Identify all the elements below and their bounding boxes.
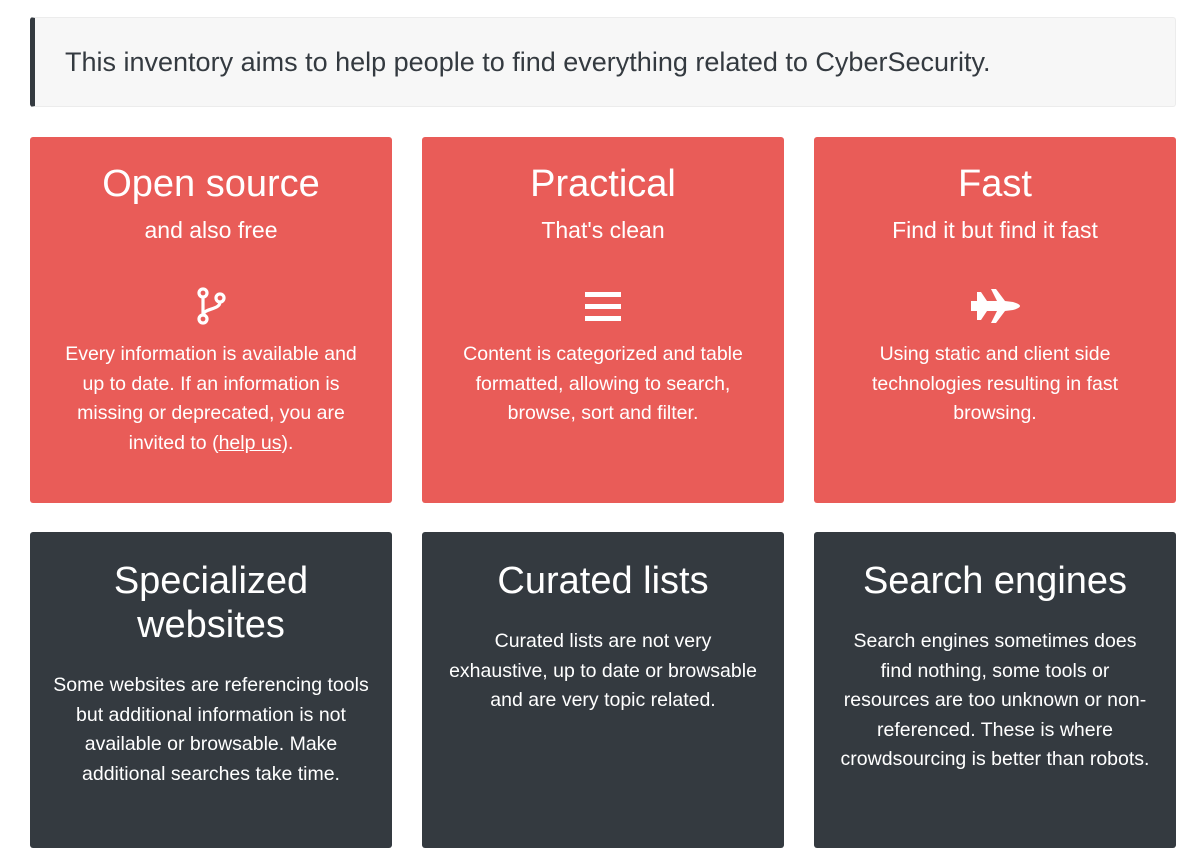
- problem-title: Specialized websites: [113, 560, 309, 646]
- feature-title: Fast: [958, 163, 1032, 205]
- problem-card-specialized-websites: Specialized websites Some websites are r…: [30, 532, 392, 848]
- feature-description: Content is categorized and table formatt…: [463, 343, 743, 424]
- help-us-link[interactable]: help us: [218, 431, 282, 454]
- problem-card-curated-lists: Curated lists Curated lists are not very…: [422, 532, 784, 848]
- code-branch-icon: [52, 286, 370, 326]
- feature-card-fast: Fast Find it but find it fast Using stat…: [814, 137, 1176, 503]
- fighter-jet-icon: [836, 286, 1154, 326]
- feature-text: Every information is available and up to…: [65, 343, 357, 454]
- problem-title: Search engines: [862, 560, 1128, 602]
- feature-title: Open source: [102, 163, 320, 205]
- feature-subtitle: and also free: [144, 217, 278, 243]
- problem-description: Some websites are referencing tools but …: [53, 674, 369, 785]
- problem-title: Curated lists: [497, 560, 709, 602]
- problem-card-search-engines: Search engines Search engines sometimes …: [814, 532, 1176, 848]
- problem-description: Curated lists are not very exhaustive, u…: [449, 630, 757, 711]
- feature-subtitle: Find it but find it fast: [892, 217, 1098, 243]
- bars-icon: [444, 286, 762, 326]
- feature-text-end: ).: [281, 431, 294, 454]
- feature-card-open-source: Open source and also free Every informat…: [30, 137, 392, 503]
- intro-callout: This inventory aims to help people to fi…: [30, 17, 1176, 107]
- intro-text: This inventory aims to help people to fi…: [65, 46, 991, 77]
- feature-subtitle: That's clean: [541, 217, 665, 243]
- feature-card-practical: Practical That's clean Content is catego…: [422, 137, 784, 503]
- feature-description: Using static and client side technologie…: [871, 343, 1119, 424]
- feature-description: Every information is available and up to…: [52, 340, 370, 458]
- feature-title: Practical: [530, 163, 676, 205]
- problem-description: Search engines sometimes does find nothi…: [840, 630, 1150, 770]
